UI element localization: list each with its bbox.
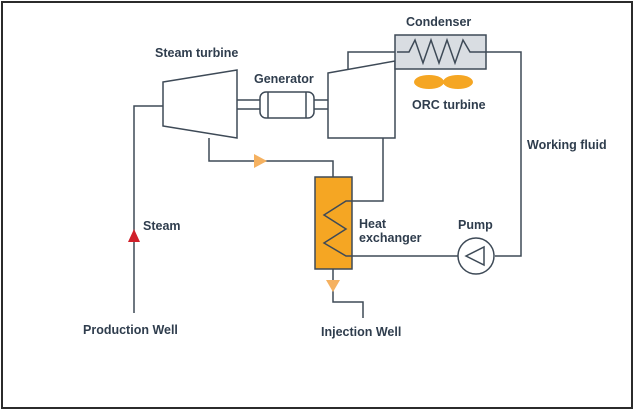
steam-label: Steam bbox=[143, 219, 181, 233]
injection-well-label: Injection Well bbox=[321, 325, 401, 339]
production-well-label: Production Well bbox=[83, 323, 178, 337]
injection-pipe bbox=[332, 269, 364, 318]
steam-turbine bbox=[162, 69, 238, 139]
condenser-to-orc-pipe bbox=[347, 51, 395, 73]
condenser-coil bbox=[397, 37, 486, 66]
pump bbox=[457, 237, 495, 275]
pump-label: Pump bbox=[458, 218, 493, 232]
generator bbox=[259, 91, 315, 119]
piping bbox=[133, 51, 522, 318]
injection-flow-arrow bbox=[326, 280, 340, 292]
steam-arrow bbox=[128, 229, 140, 242]
steam-production-pipe bbox=[133, 105, 163, 313]
heat-exchanger bbox=[314, 176, 353, 270]
steam-turbine-label: Steam turbine bbox=[155, 46, 238, 60]
heat-exchanger-label-line2: exchanger bbox=[359, 231, 422, 245]
exhaust-flow-arrow bbox=[254, 154, 267, 168]
pump-icon bbox=[464, 245, 485, 267]
orc-turbine-label: ORC turbine bbox=[412, 98, 486, 112]
heat-exchanger-coil bbox=[322, 200, 355, 257]
generator-label: Generator bbox=[254, 72, 314, 86]
shaft bbox=[237, 99, 328, 110]
condenser-label: Condenser bbox=[406, 15, 471, 29]
cooling-fan-icon bbox=[414, 75, 473, 89]
working-fluid-label: Working fluid bbox=[527, 138, 607, 152]
orc-exhaust-pipe bbox=[355, 138, 384, 202]
steam-exhaust-pipe bbox=[208, 138, 334, 177]
orc-turbine bbox=[327, 60, 396, 139]
working-fluid-return-pipe bbox=[486, 51, 522, 257]
heat-exchanger-label-line1: Heat bbox=[359, 217, 387, 231]
